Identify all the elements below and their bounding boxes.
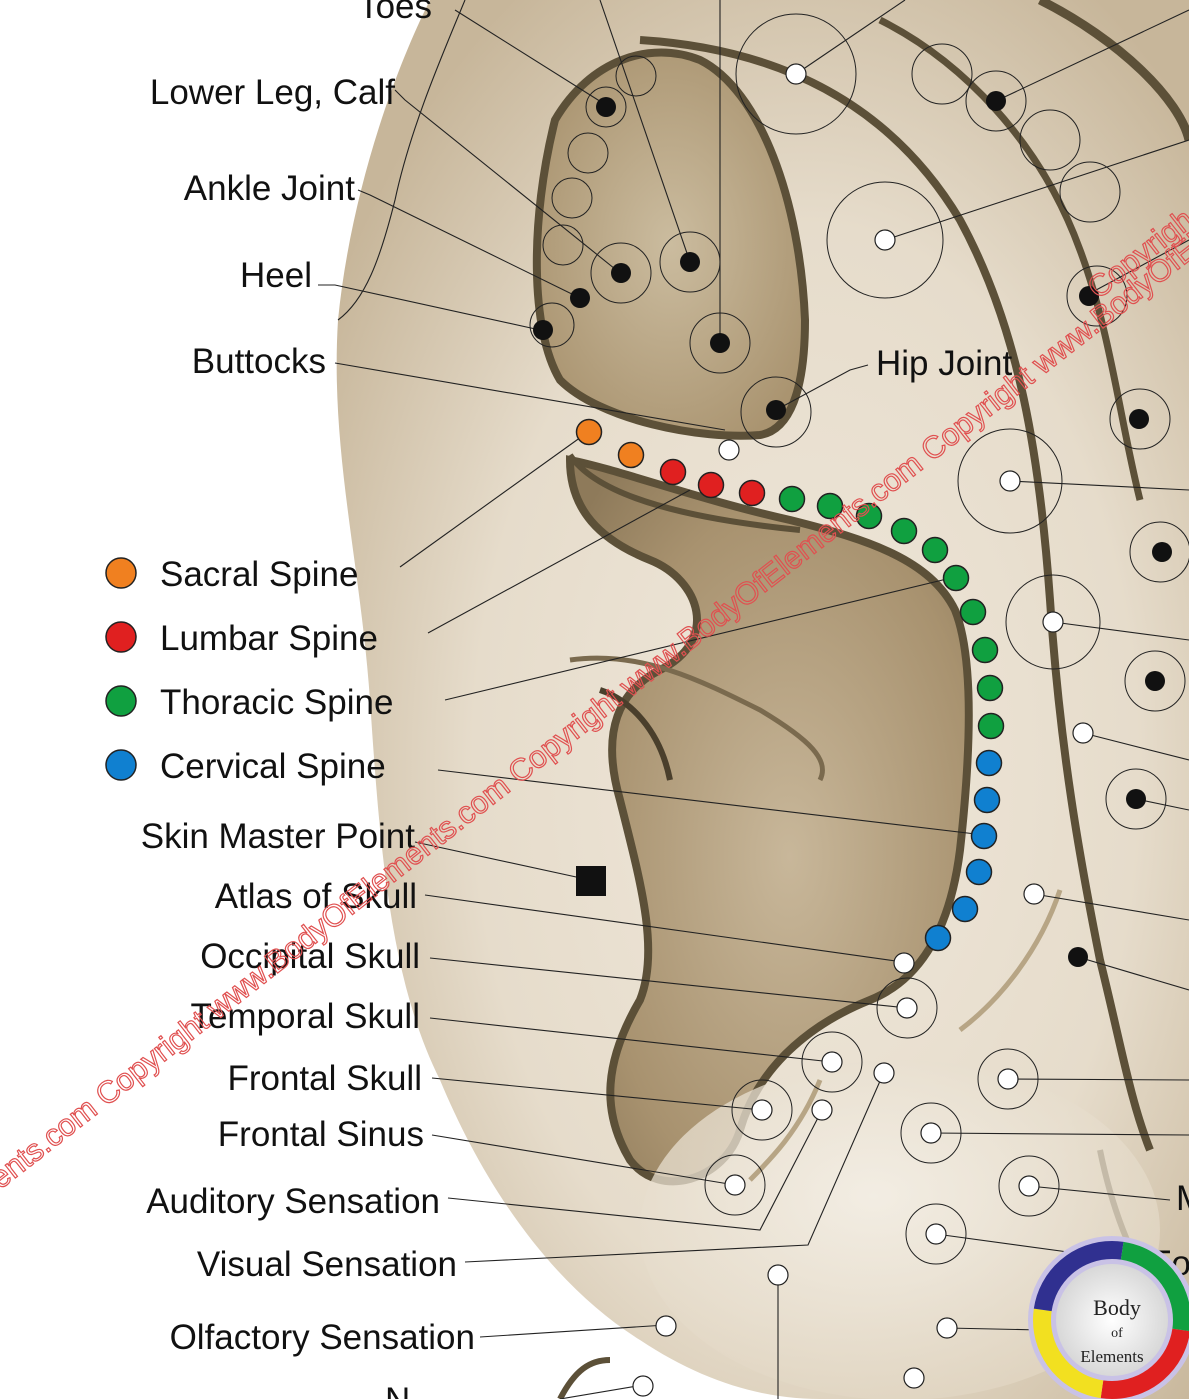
body-of-elements-logo: Body of Elements	[1028, 1236, 1189, 1399]
label-temporal-skull: Temporal Skull	[190, 997, 420, 1036]
logo-text-of: of	[1111, 1326, 1123, 1341]
acupoints	[529, 13, 1189, 1397]
legend-swatch-lumbar	[105, 621, 137, 653]
legend-label-lumbar: Lumbar Spine	[160, 619, 378, 658]
legend-label-cervical: Cervical Spine	[160, 747, 386, 786]
label-heel: Heel	[240, 256, 312, 295]
point-labels: Toes Lower Leg, Calf Ankle Joint Heel Bu…	[141, 0, 1189, 1399]
label-olfactory-sensation: Olfactory Sensation	[170, 1318, 475, 1357]
legend-swatch-sacral	[105, 557, 137, 589]
ear-shape	[336, 0, 1189, 1399]
thoracic-spine-points	[778, 485, 1005, 740]
label-lower-leg-calf: Lower Leg, Calf	[150, 73, 395, 112]
label-hip-joint: Hip Joint	[876, 344, 1012, 383]
label-frontal-skull: Frontal Skull	[227, 1059, 422, 1098]
legend-swatch-cervical	[105, 749, 137, 781]
logo-text-elements: Elements	[1080, 1347, 1143, 1366]
label-toes: Toes	[358, 0, 432, 26]
label-partial-m: M	[1176, 1179, 1189, 1218]
skin-master-point-marker	[576, 866, 606, 896]
label-occipital-skull: Occipital Skull	[200, 937, 420, 976]
label-partial-n: N	[385, 1381, 410, 1399]
legend-label-sacral: Sacral Spine	[160, 555, 358, 594]
spine-points	[575, 418, 1005, 952]
leader-lines	[318, 0, 1189, 1399]
lumbar-spine-points	[659, 458, 766, 507]
spine-legend: Sacral Spine Lumbar Spine Thoracic Spine…	[105, 555, 393, 786]
legend-label-thoracic: Thoracic Spine	[160, 683, 393, 722]
legend-swatch-thoracic	[105, 685, 137, 717]
label-auditory-sensation: Auditory Sensation	[146, 1182, 440, 1221]
cervical-spine-points	[924, 749, 1003, 952]
label-ankle-joint: Ankle Joint	[184, 169, 355, 208]
label-frontal-sinus: Frontal Sinus	[218, 1115, 424, 1154]
logo-text-body: Body	[1093, 1295, 1141, 1320]
label-skin-master-point: Skin Master Point	[141, 817, 416, 856]
label-atlas-of-skull: Atlas of Skull	[215, 877, 417, 916]
label-buttocks: Buttocks	[192, 342, 326, 381]
sacral-spine-points	[575, 418, 645, 469]
label-visual-sensation: Visual Sensation	[197, 1245, 457, 1284]
